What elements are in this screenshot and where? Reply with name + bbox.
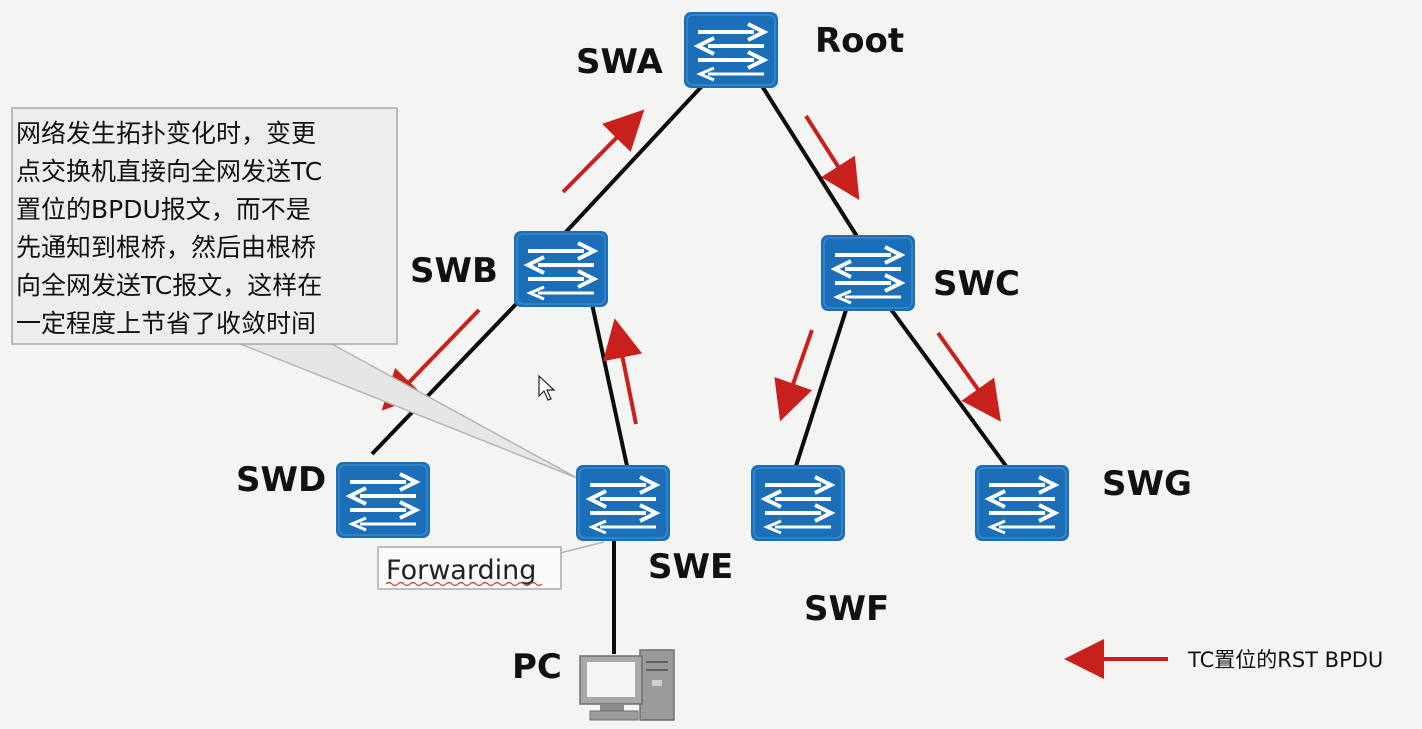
red-arrow-icon — [561, 109, 645, 194]
pc-icon — [579, 649, 675, 721]
switch-swe: SWE — [574, 463, 733, 587]
switch-icon — [334, 460, 432, 540]
callout-line: 一定程度上节省了收敛时间 — [16, 309, 316, 338]
switch-label: SWC — [933, 264, 1020, 304]
root-label: Root — [815, 21, 904, 61]
callout-line: 向全网发送TC报文，这样在 — [16, 271, 322, 300]
switch-label: SWE — [648, 547, 733, 587]
switch-label: SWB — [410, 251, 498, 291]
spellcheck-underline — [385, 581, 543, 587]
red-arrow-icon — [602, 318, 643, 425]
switch-swa: SWA Root — [576, 10, 904, 90]
pc-label: PC — [512, 647, 562, 687]
callout-line: 点交换机直接向全网发送TC — [16, 157, 322, 186]
switch-label: SWF — [804, 589, 889, 629]
switch-label: SWA — [576, 42, 663, 82]
port-state-label: Forwarding — [386, 555, 536, 586]
switch-swc: SWC — [819, 233, 1020, 313]
link-swc-swg — [888, 306, 1008, 468]
switch-swg: SWG — [973, 463, 1192, 543]
link-swc-swf — [794, 309, 848, 467]
switch-icon — [749, 463, 847, 543]
red-arrow-icon — [804, 114, 860, 201]
pc-node: PC — [512, 647, 675, 721]
link-swa-swb — [563, 84, 704, 235]
callout-box — [11, 107, 398, 345]
switch-icon — [512, 229, 610, 309]
switch-icon — [819, 233, 917, 313]
switch-icon — [682, 10, 780, 90]
port-state-callout: Forwarding — [377, 541, 605, 590]
red-arrow-icon — [936, 331, 1001, 422]
callout-line: 网络发生拓扑变化时，变更 — [16, 119, 316, 148]
callout: 网络发生拓扑变化时，变更 点交换机直接向全网发送TC 置位的BPDU报文，而不是… — [11, 107, 578, 479]
links — [370, 84, 1008, 654]
callout-line: 置位的BPDU报文，而不是 — [16, 195, 311, 224]
mouse-cursor-icon — [538, 374, 556, 401]
switch-swd: SWD — [236, 460, 432, 540]
legend: TC置位的RST BPDU — [1064, 639, 1383, 679]
link-swa-swc — [760, 84, 860, 240]
switch-swb: SWB — [410, 229, 610, 309]
link-swb-swd — [370, 298, 522, 456]
link-swb-swe — [590, 303, 629, 467]
switch-label: SWG — [1102, 464, 1192, 504]
red-arrow-icon — [774, 329, 814, 422]
switch-label: SWD — [236, 460, 326, 500]
port-state-box — [377, 546, 562, 590]
switch-icon — [973, 463, 1071, 543]
callout-pointer — [237, 342, 578, 479]
switch-swf: SWF — [749, 463, 889, 629]
callout-line: 先通知到根桥，然后由根桥 — [16, 233, 316, 262]
switch-icon — [574, 463, 672, 543]
legend-label: TC置位的RST BPDU — [1187, 648, 1383, 672]
